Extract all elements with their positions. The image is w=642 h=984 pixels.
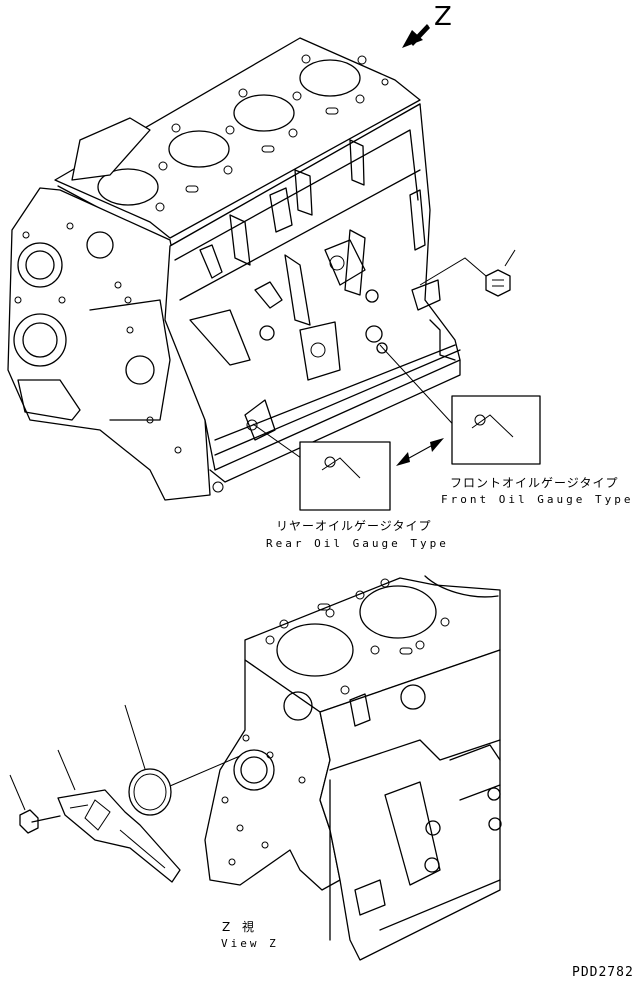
rear-oil-gauge-label-jp: リヤーオイルゲージタイプ [276,519,432,533]
view-direction-arrow-icon [402,24,430,48]
double-arrow-icon [396,438,444,466]
o-ring-icon [125,705,240,815]
drawing-code: PDD2782 [572,965,634,980]
detail-box-front [452,396,540,464]
view-z-label-en: View Z [221,937,279,950]
view-marker-z: Z [434,2,452,32]
rear-oil-gauge-label-en: Rear Oil Gauge Type [266,537,449,550]
cylinder-block-lower [205,576,501,960]
front-oil-gauge-label-jp: フロントオイルゲージタイプ [450,476,619,490]
view-z-label-jp: Z 視 [222,920,259,934]
bracket-icon [58,750,180,882]
bolt-icon [486,250,515,296]
bolt-lower-icon [10,775,60,833]
front-oil-gauge-label-en: Front Oil Gauge Type [441,493,634,506]
detail-box-rear [300,442,390,510]
cylinder-block-upper [8,38,510,500]
